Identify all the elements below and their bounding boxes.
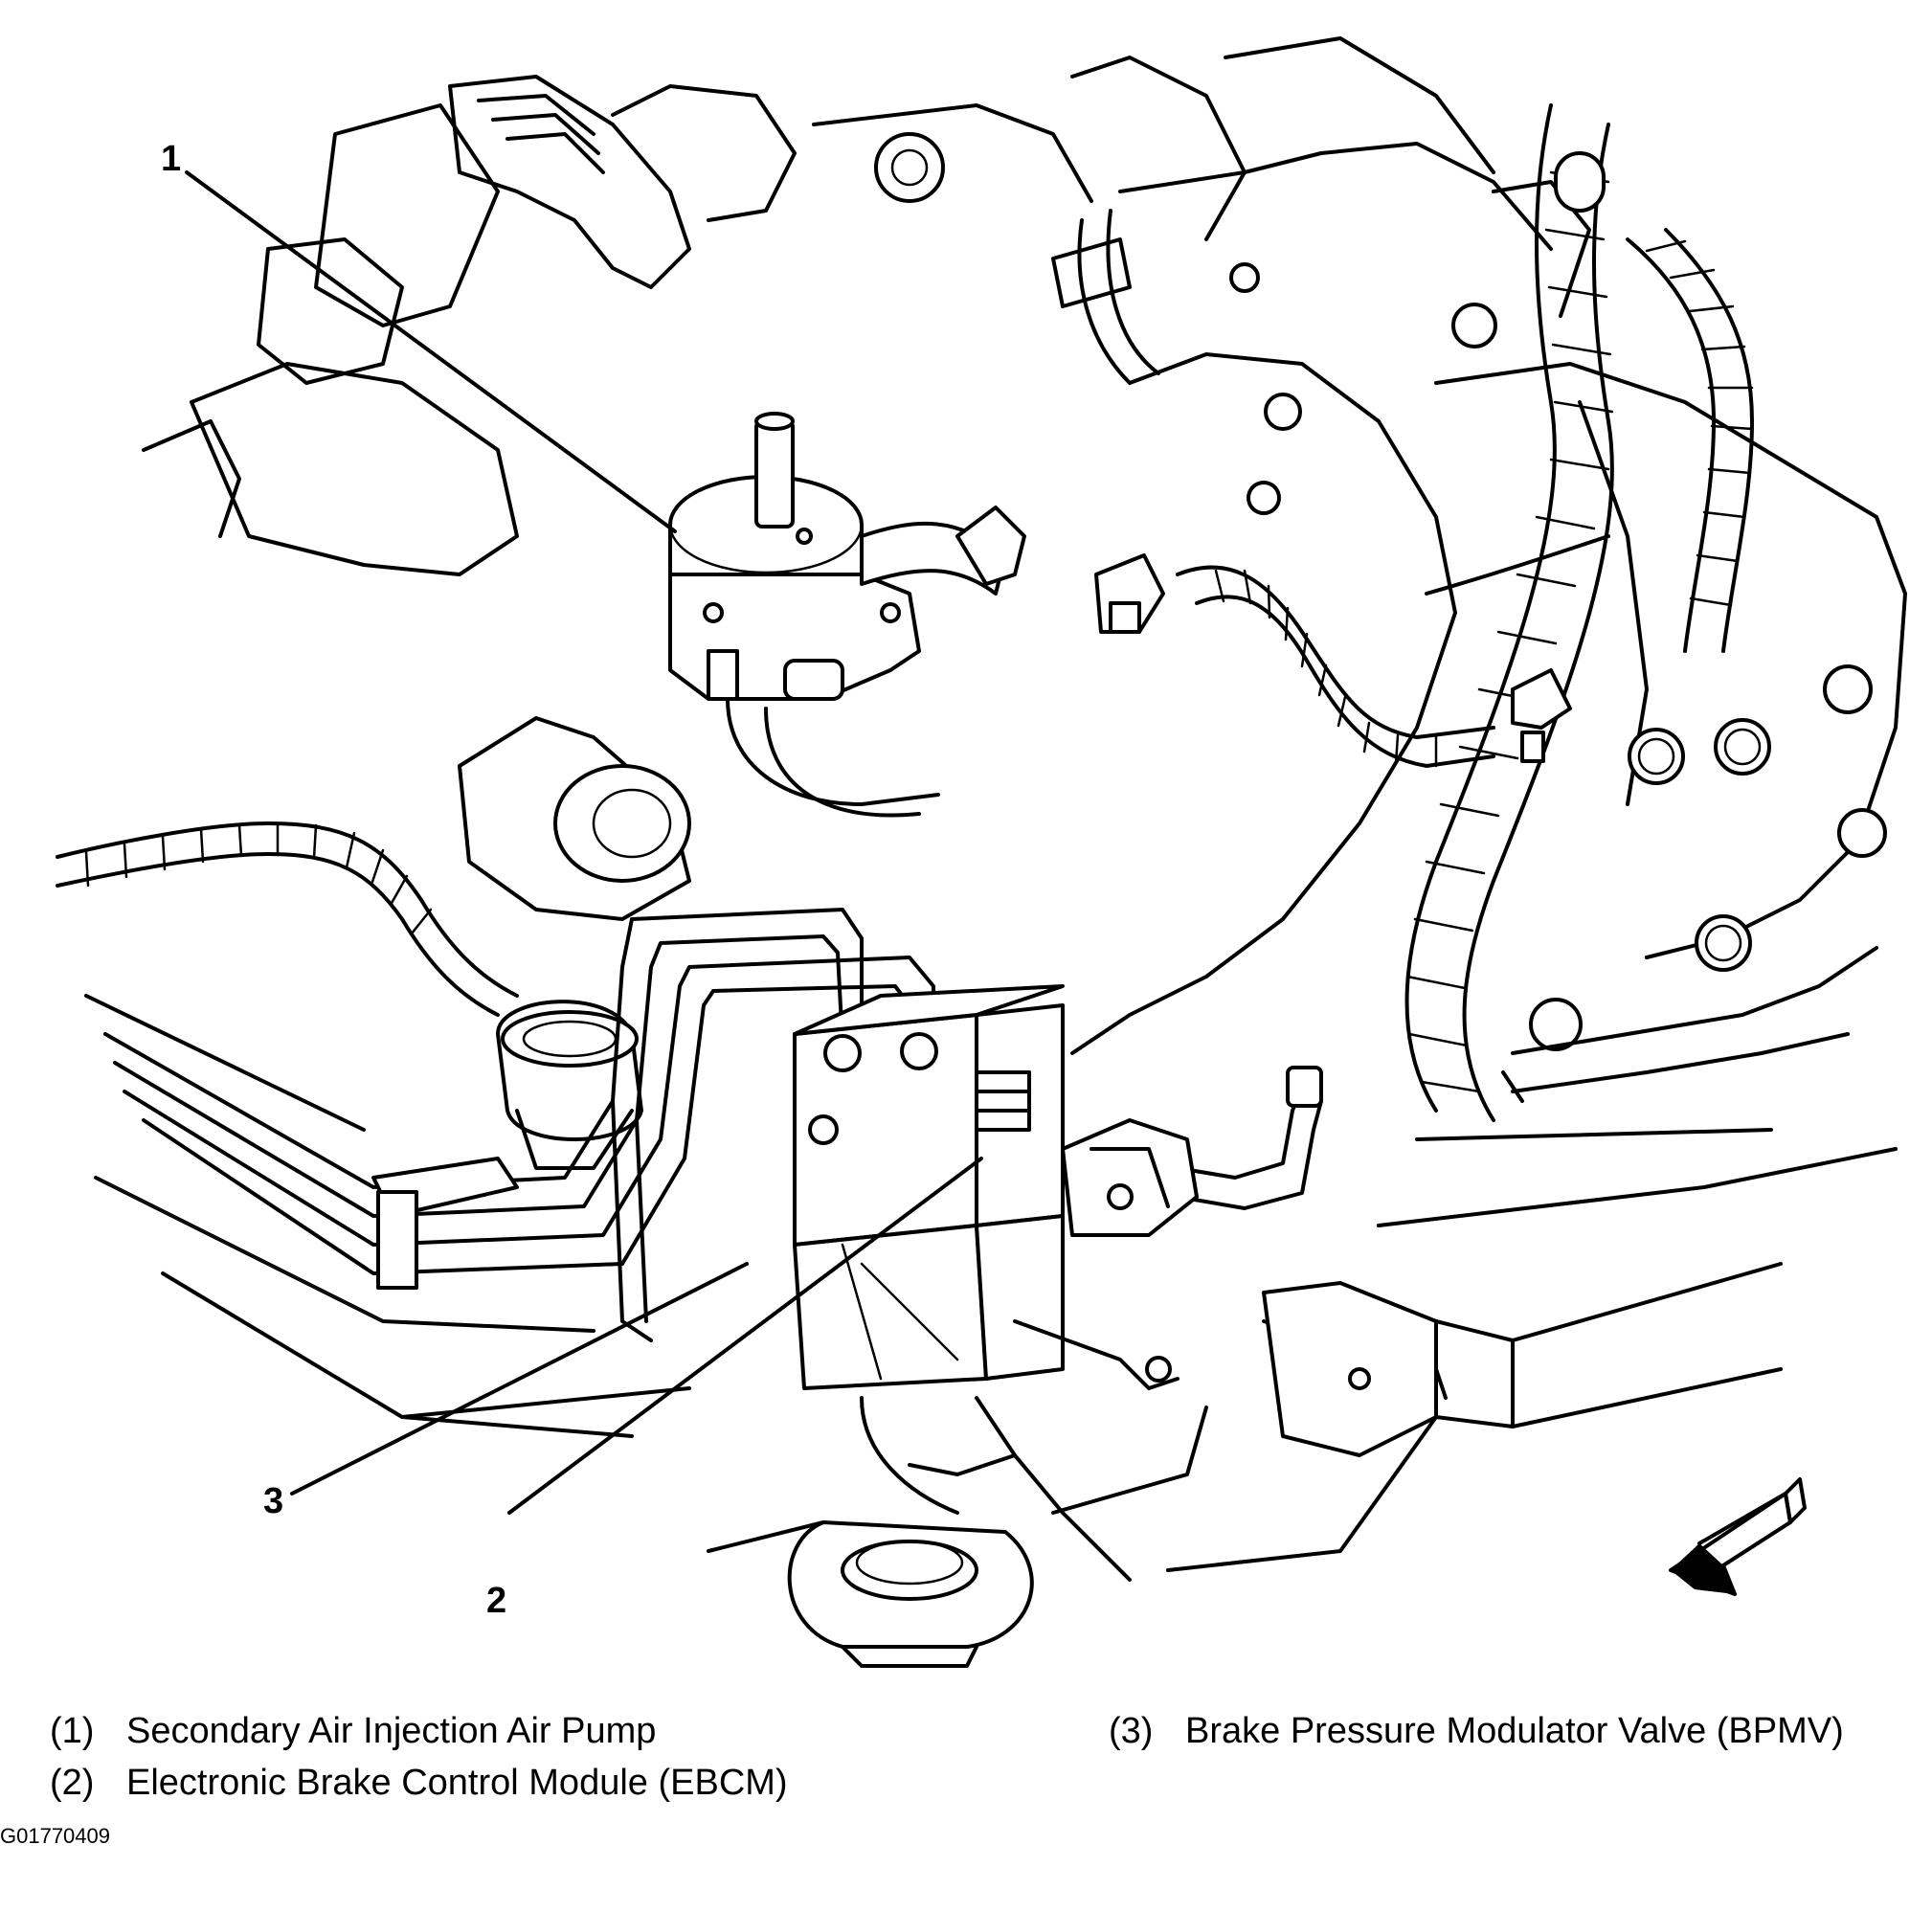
frame-mount [707,1453,1034,1668]
leader-line-3 [290,1262,749,1496]
leader-line-2 [507,1157,983,1515]
legend-number: (3) [1109,1711,1154,1751]
module-bracket [1061,1118,1199,1237]
harness-connector [1094,553,1572,763]
secondary-air-injection-pump [668,412,1026,818]
line-clip [371,1157,519,1290]
callout-2: 2 [486,1581,506,1621]
legend-label: Brake Pressure Modulator Valve (BPMV) [1185,1711,1844,1751]
legend-item-1: (1) Secondary Air Injection Air Pump [50,1706,656,1756]
front-direction-arrow-icon [1669,1477,1807,1596]
leader-line-1 [185,170,677,533]
wiring-harness [56,103,1754,1122]
engine-compartment-illustration: 1 2 3 [56,36,1907,1668]
callout-leader-lines [185,170,983,1515]
legend-number: (1) [50,1711,95,1751]
callout-3: 3 [263,1481,283,1521]
legend-label: Secondary Air Injection Air Pump [126,1711,657,1751]
transmission-case [1501,664,1887,1103]
left-components [458,716,691,1170]
legend-number: (2) [50,1763,95,1803]
engine-block [142,36,1907,1055]
callout-1: 1 [161,139,181,179]
figure-id: G01770409 [0,1824,110,1848]
frame-crossmember [84,994,1898,1582]
legend-item-2: (2) Electronic Brake Control Module (EBCM… [50,1758,788,1808]
legend-label: Electronic Brake Control Module (EBCM) [126,1763,788,1803]
legend-item-3: (3) Brake Pressure Modulator Valve (BPMV) [1109,1706,1844,1756]
bpmv-ebcm-assembly [793,984,1179,1390]
